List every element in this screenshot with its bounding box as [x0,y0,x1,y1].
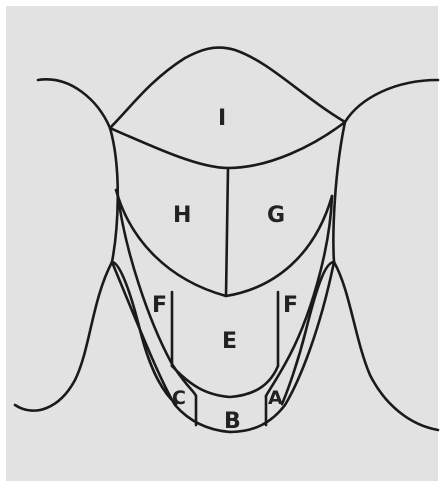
label-c: C [172,387,186,409]
label-b: B [224,409,241,434]
label-i: I [218,106,226,131]
label-a: A [268,387,283,409]
label-e: E [222,329,237,354]
label-g: G [267,203,285,228]
label-h: H [173,203,191,228]
label-f-right: F [283,293,298,318]
diagram-background [6,6,438,481]
label-f-left: F [152,293,167,318]
